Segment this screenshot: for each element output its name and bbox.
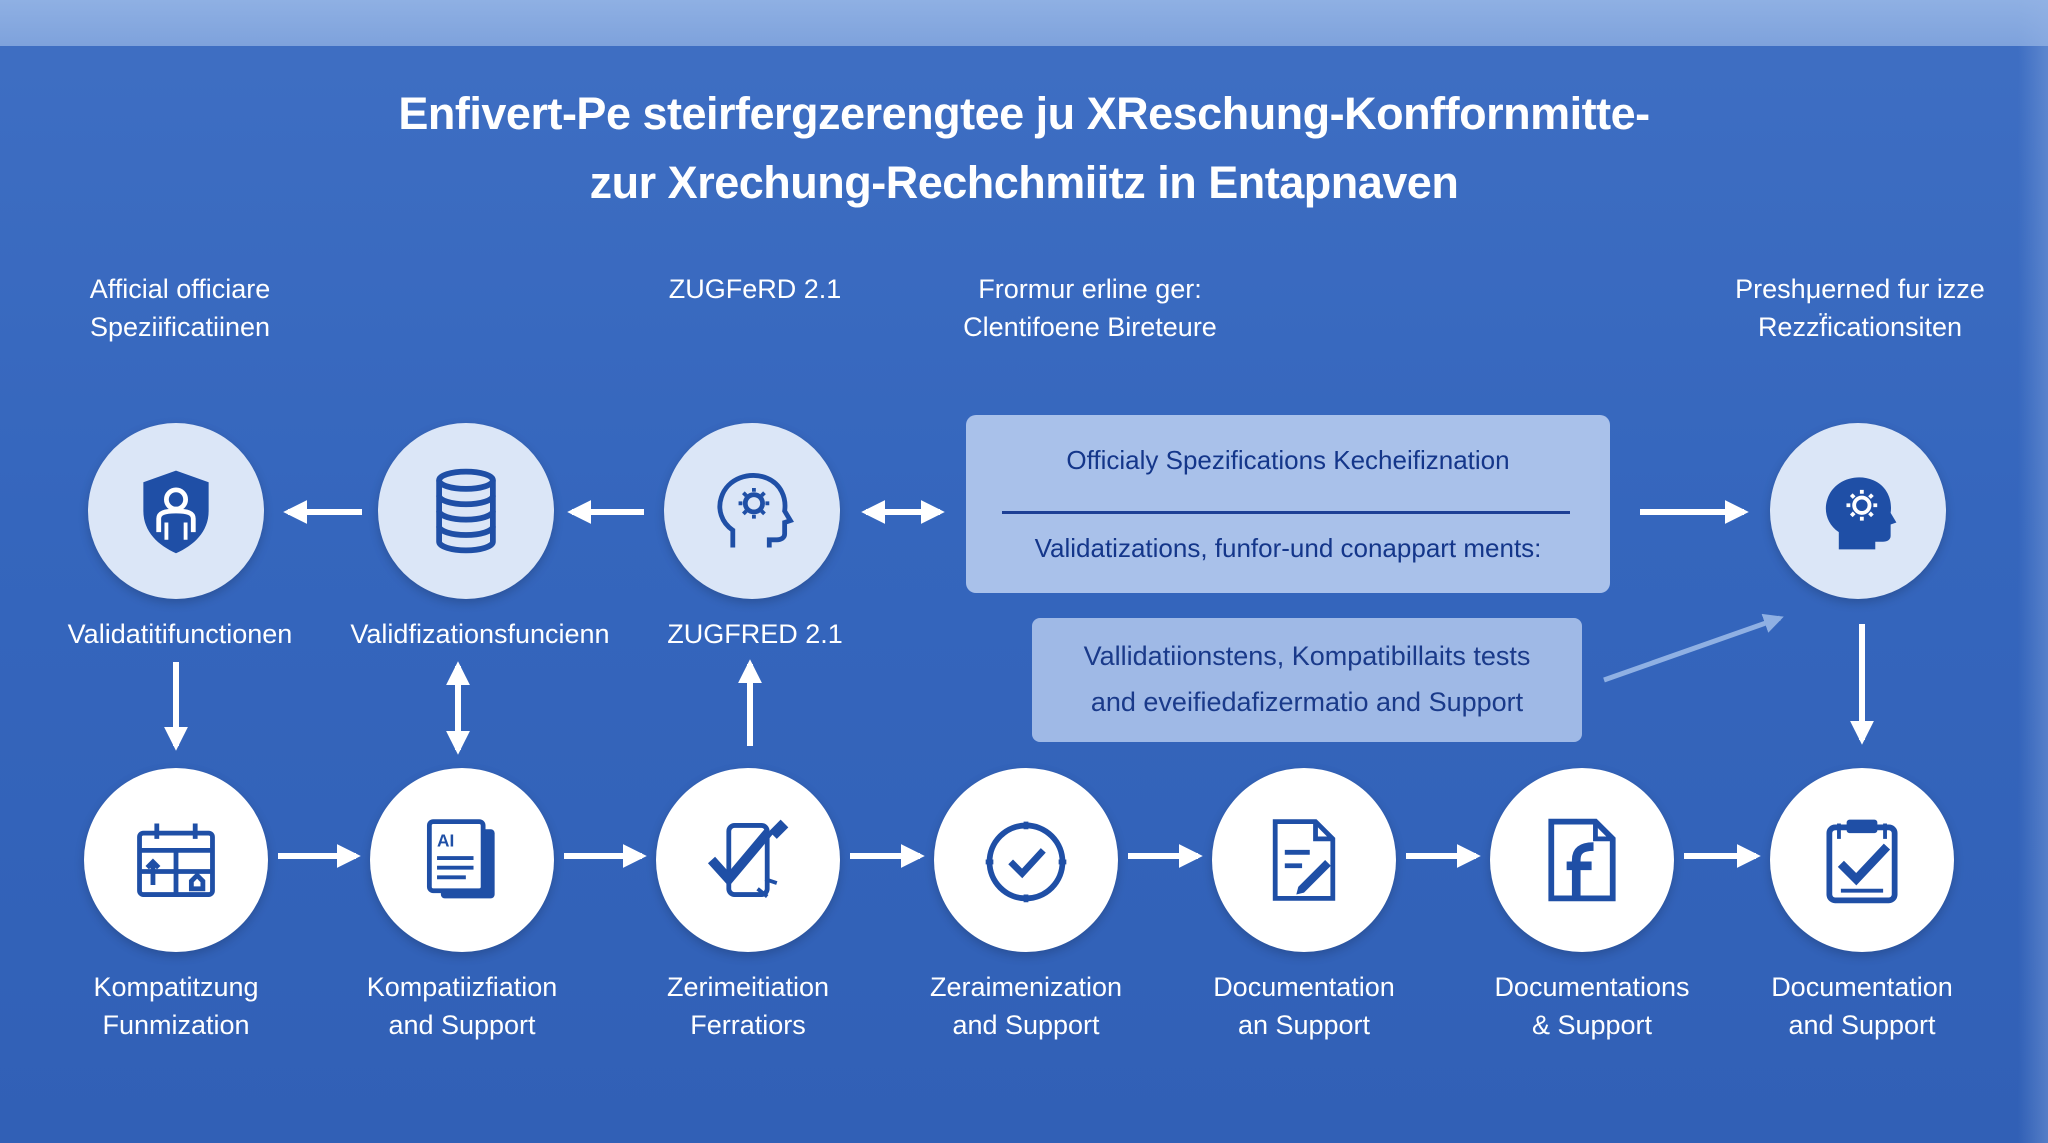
row2-label-4-line-2: and Support (952, 1010, 1100, 1040)
row2-label-5-line-2: an Support (1237, 1010, 1371, 1040)
calendar-board-node (84, 768, 268, 952)
top-label-middle: Frormur erline ger: Clentifoene Bireteur… (940, 270, 1240, 346)
clipboard-check-icon (1826, 819, 1898, 904)
head-gear-icon (1825, 477, 1897, 550)
row2-label-4: Zeraimenization and Support (906, 968, 1146, 1044)
document-edit-icon (1272, 819, 1336, 901)
panel-divider (1002, 511, 1570, 514)
head-gear-node-right (1770, 423, 1946, 599)
row2-label-5-line-1: Documentation (1213, 972, 1395, 1002)
document-f-node (1490, 768, 1674, 952)
row2-label-2-line-2: and Support (388, 1010, 536, 1040)
top-band (0, 0, 2048, 46)
top-label-middle-line-1: Frormur erline ger: (978, 274, 1202, 304)
spec-panel: Officialy Spezifications Kecheifiznation… (966, 415, 1610, 593)
validation-panel: Vallidatiionstens, Kompatibillaits tests… (1032, 618, 1582, 742)
top-label-right: Preshμerned fur izze Rezzf̈icationsiten (1710, 270, 2010, 346)
row2-label-3: Zerimeitiation Ferratiors (628, 968, 868, 1044)
title-line-2: zur Xrechung-Rechchmiitz in Entapnaven (589, 157, 1459, 208)
row2-label-1: Kompatitzung Funmization (56, 968, 296, 1044)
ai-document-node: AI (370, 768, 554, 952)
row2-label-2: Kompatiizfiation and Support (342, 968, 582, 1044)
clock-check-icon (985, 821, 1067, 903)
clipboard-check-node (1770, 768, 1954, 952)
calendar-board-icon (137, 823, 215, 897)
top-label-middle-line-2: Clentifoene Bireteure (963, 312, 1217, 342)
row2-label-6-line-1: Documentations (1494, 972, 1690, 1002)
top-label-left: Afficial officiare Speziificatiinen (60, 270, 300, 346)
validation-panel-line-2: and eveifiedafizermatio and Support (1090, 687, 1524, 717)
row2-label-4-line-1: Zeraimenization (929, 972, 1123, 1002)
row2-label-7-line-1: Documentation (1771, 972, 1953, 1002)
top-label-right-line-2: Rezzf̈icationsiten (1757, 312, 1963, 342)
top-label-zugferd: ZUGFeRD 2.1 (668, 274, 842, 304)
title-line-1: Enfivert-Pe steirfergzerengtee ju XResch… (398, 88, 1650, 139)
spec-panel-line-1: Officialy Spezifications Kecheifiznation (1066, 445, 1510, 475)
right-edge-shade (2018, 0, 2048, 1143)
ai-document-icon: AI (426, 819, 495, 899)
database-icon (436, 468, 496, 554)
document-edit-node (1212, 768, 1396, 952)
row2-label-7-line-2: and Support (1788, 1010, 1936, 1040)
database-node (378, 423, 554, 599)
row2-label-6: Documentations & Support (1462, 968, 1722, 1044)
arrow-diagonal-to-head-right (1603, 613, 1784, 683)
row2-label-3-line-1: Zerimeitiation (666, 972, 830, 1002)
row2-label-1-line-1: Kompatitzung (93, 972, 259, 1002)
row2-label-1-line-2: Funmization (102, 1010, 250, 1040)
top-label-left-line-1: Afficial officiare (89, 274, 271, 304)
label-zugfred: ZUGFRED 2.1 (667, 619, 843, 649)
row2-label-6-line-2: & Support (1531, 1010, 1653, 1040)
row2-label-3-line-2: Ferratiors (690, 1010, 806, 1040)
spec-panel-line-2: Validatizations, funfor-und conappart me… (1034, 533, 1542, 563)
row2-label-2-line-1: Kompatiizfiation (366, 972, 558, 1002)
head-gear-icon (717, 473, 794, 548)
label-validatitifunctionen: Validatitifunctionen (67, 619, 293, 649)
shield-person-node (88, 423, 264, 599)
label-validfizationsfuncienn: Validfizationsfuncienn (350, 619, 610, 649)
row2-label-7: Documentation and Support (1742, 968, 1982, 1044)
checkmark-pen-icon (707, 819, 789, 898)
document-f-icon (1548, 818, 1616, 902)
shield-person-icon (143, 470, 209, 554)
top-label-right-line-1: Preshμerned fur izze (1735, 274, 1985, 304)
svg-text:AI: AI (437, 831, 454, 851)
top-label-left-line-2: Speziificatiinen (89, 312, 271, 342)
clock-check-node (934, 768, 1118, 952)
row2-label-5: Documentation an Support (1184, 968, 1424, 1044)
checkmark-pen-node (656, 768, 840, 952)
validation-panel-line-1: Vallidatiionstens, Kompatibillaits tests (1083, 641, 1531, 671)
head-gear-node (664, 423, 840, 599)
